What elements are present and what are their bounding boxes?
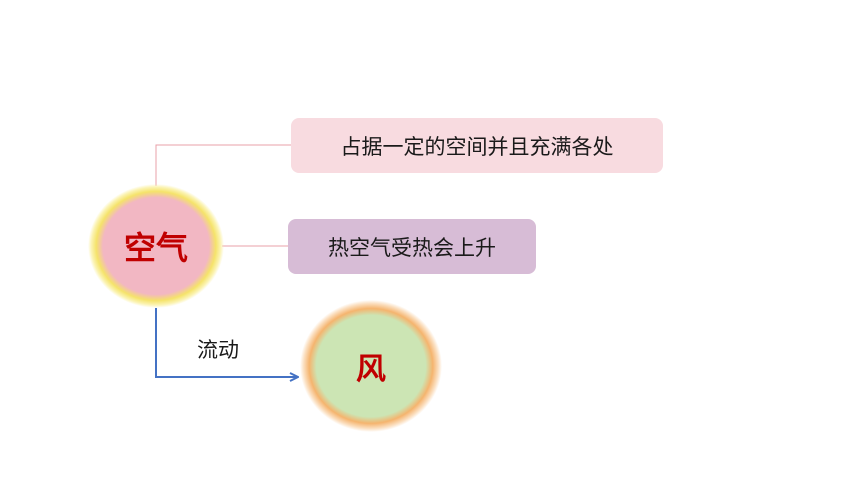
box-hot-air-rises-text: 热空气受热会上升 [328,235,496,260]
flow-arrow [155,308,298,377]
box-fill-space-text: 占据一定的空间并且充满各处 [340,134,614,159]
flow-label: 流动 [197,338,239,362]
node-wind-label: 风 [356,352,386,387]
connector-air-to-fill-space [155,144,291,186]
box-hot-air-rises: 热空气受热会上升 [288,219,536,274]
node-air: 空气 [88,184,224,308]
node-air-label: 空气 [123,229,188,267]
box-fill-space: 占据一定的空间并且充满各处 [291,118,663,173]
node-wind: 风 [300,300,442,432]
